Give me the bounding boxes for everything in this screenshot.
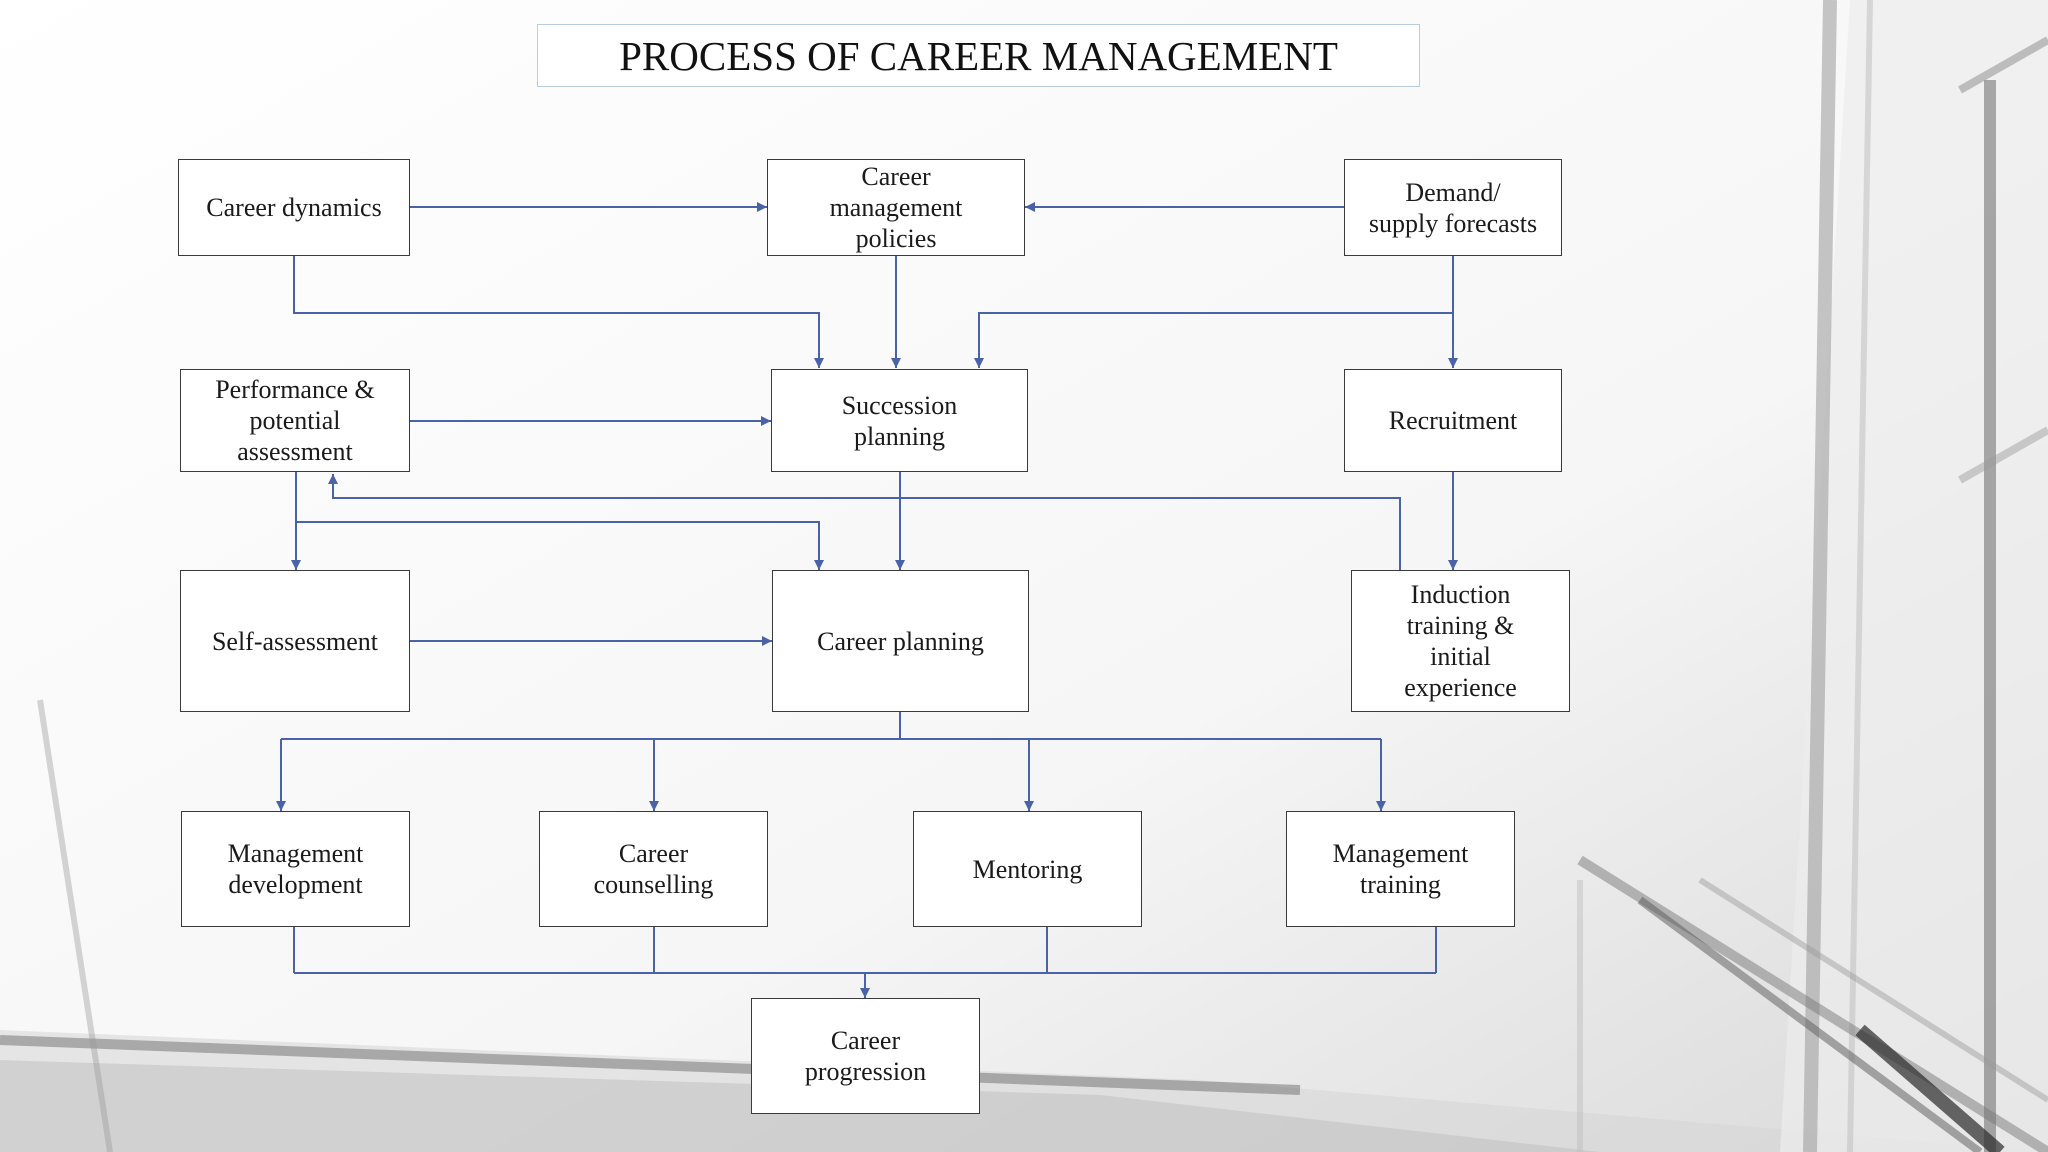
arrow-demand-to-succession bbox=[974, 312, 1453, 368]
node-management-training: Management training bbox=[1286, 811, 1515, 927]
node-career-management-policies: Career management policies bbox=[767, 159, 1025, 256]
node-self-assessment: Self-assessment bbox=[180, 570, 410, 712]
node-career-planning: Career planning bbox=[772, 570, 1029, 712]
arrow-dynamics-to-succession bbox=[293, 256, 824, 368]
node-induction-training: Induction training & initial experience bbox=[1351, 570, 1570, 712]
node-mentoring: Mentoring bbox=[913, 811, 1142, 927]
node-career-dynamics: Career dynamics bbox=[178, 159, 410, 256]
diagram-title: PROCESS OF CAREER MANAGEMENT bbox=[537, 24, 1420, 87]
arrow-performance-to-career-planning bbox=[296, 521, 824, 570]
node-demand-supply-forecasts: Demand/ supply forecasts bbox=[1344, 159, 1562, 256]
node-recruitment: Recruitment bbox=[1344, 369, 1562, 472]
node-management-development: Management development bbox=[181, 811, 410, 927]
arrow-induction-to-performance bbox=[328, 474, 1401, 570]
node-succession-planning: Succession planning bbox=[771, 369, 1028, 472]
node-career-counselling: Career counselling bbox=[539, 811, 768, 927]
node-performance-potential-assessment: Performance & potential assessment bbox=[180, 369, 410, 472]
node-career-progression: Career progression bbox=[751, 998, 980, 1114]
